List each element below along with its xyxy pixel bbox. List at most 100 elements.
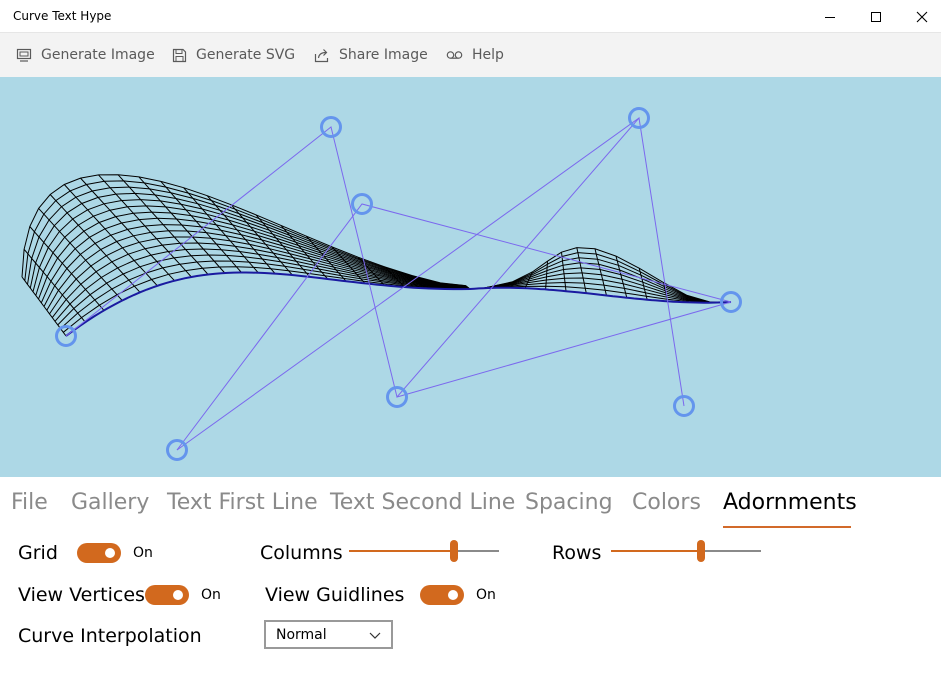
drawing-canvas[interactable] — [0, 77, 941, 477]
mesh-column-line — [576, 247, 587, 294]
columns-label: Columns — [260, 542, 343, 564]
vertex-handle — [673, 395, 695, 417]
save-icon — [172, 48, 187, 62]
curved-mesh-drawing — [21, 107, 742, 461]
mesh-column-line — [255, 214, 311, 278]
maximize-icon — [871, 11, 881, 22]
mesh-column-line — [280, 225, 329, 280]
mesh-column-line — [594, 248, 607, 296]
view-vertices-toggle[interactable] — [145, 585, 189, 605]
mesh-column-line — [183, 187, 259, 274]
mesh-column-line — [638, 268, 648, 300]
rows-label: Rows — [552, 542, 602, 564]
voicemail-icon — [446, 51, 463, 59]
dropdown-value: Normal — [276, 627, 327, 643]
minimize-button[interactable] — [807, 0, 853, 33]
share-image-label: Share Image — [339, 47, 428, 63]
maximize-button[interactable] — [853, 0, 899, 33]
title-bar: Curve Text Hype — [0, 0, 941, 33]
grid-toggle[interactable] — [77, 543, 121, 563]
mesh-column-line — [358, 256, 385, 286]
vertex-handle — [386, 386, 408, 408]
tab-text-second-line[interactable]: Text Second Line — [330, 490, 516, 515]
view-guidelines-state: On — [476, 587, 496, 603]
active-tab-indicator — [723, 526, 851, 528]
guideline-polyline — [65, 116, 685, 407]
mesh-column-line — [21, 276, 67, 337]
guideline-polyline — [176, 203, 732, 451]
mesh-column-line — [545, 261, 548, 290]
share-image-button[interactable]: Share Image — [314, 33, 428, 77]
view-guidelines-toggle[interactable] — [420, 585, 464, 605]
share-icon — [314, 48, 329, 62]
tab-spacing[interactable]: Spacing — [525, 490, 613, 515]
mesh-column-line — [230, 204, 293, 276]
mesh-row-line — [60, 260, 470, 329]
slider-fill — [611, 550, 701, 552]
mesh-column-line — [117, 174, 209, 275]
mesh-column-line — [524, 271, 533, 289]
slider-thumb[interactable] — [450, 540, 458, 562]
mesh-column-line — [160, 181, 242, 273]
help-button[interactable]: Help — [446, 33, 504, 77]
view-guidelines-label: View Guidlines — [265, 584, 405, 606]
mesh-column-line — [561, 252, 567, 292]
mesh-column-line — [615, 255, 628, 298]
mesh-row-line — [43, 224, 468, 307]
close-button[interactable] — [899, 0, 941, 33]
vertex-handle — [320, 116, 342, 138]
mesh-column-line — [80, 177, 175, 282]
mesh-row-line — [57, 254, 470, 326]
mesh-column-line — [49, 194, 141, 293]
tab-text-first-line[interactable]: Text First Line — [167, 490, 318, 515]
mesh-column-line — [138, 176, 226, 274]
mesh-row-line — [46, 230, 469, 311]
mesh-column-line — [411, 275, 426, 289]
mesh-column-line — [306, 235, 347, 282]
toggle-knob — [448, 590, 458, 600]
mesh-column-line — [29, 226, 105, 311]
vertex-handle — [351, 193, 373, 215]
mesh-column-line — [384, 266, 405, 288]
tab-colors[interactable]: Colors — [632, 490, 701, 515]
mesh-column-line — [206, 195, 276, 275]
vertex-handle — [55, 325, 77, 347]
mesh-row-line — [485, 247, 732, 303]
tab-file[interactable]: File — [11, 490, 48, 515]
curve-interpolation-label: Curve Interpolation — [18, 625, 202, 647]
columns-slider[interactable] — [349, 540, 499, 562]
mesh-column-line — [504, 281, 513, 289]
guideline-polyline — [396, 301, 732, 398]
vertex-handle — [720, 291, 742, 313]
slider-thumb[interactable] — [697, 540, 705, 562]
slider-fill — [349, 550, 454, 552]
toggle-knob — [105, 548, 115, 558]
view-vertices-state: On — [201, 587, 221, 603]
app-title: Curve Text Hype — [13, 9, 112, 23]
tab-gallery[interactable]: Gallery — [71, 490, 150, 515]
mesh-column-line — [63, 184, 158, 287]
close-icon — [916, 11, 928, 22]
rows-slider[interactable] — [611, 540, 761, 562]
generate-image-label: Generate Image — [41, 47, 155, 63]
mesh-row-line — [24, 180, 466, 287]
help-label: Help — [472, 47, 504, 63]
minimize-icon — [825, 16, 835, 18]
toolbar: Generate Image Generate SVG Share Image … — [0, 33, 941, 77]
grid-label: Grid — [18, 542, 58, 564]
curve-interpolation-dropdown[interactable]: Normal — [264, 620, 393, 649]
grid-state: On — [133, 545, 153, 561]
guideline-polyline — [176, 117, 640, 451]
mesh-row-line — [21, 174, 466, 287]
generate-svg-label: Generate SVG — [196, 47, 296, 63]
mesh-column-line — [23, 248, 86, 323]
toggle-knob — [173, 590, 183, 600]
vertex-handle — [166, 439, 188, 461]
tab-bar: File Gallery Text First Line Text Second… — [0, 490, 941, 530]
chevron-down-icon — [369, 632, 381, 639]
tab-adornments[interactable]: Adornments — [723, 490, 857, 515]
mesh-column-line — [98, 174, 192, 278]
view-vertices-label: View Vertices — [18, 584, 145, 606]
generate-image-button[interactable]: Generate Image — [16, 33, 155, 77]
generate-svg-button[interactable]: Generate SVG — [172, 33, 295, 77]
